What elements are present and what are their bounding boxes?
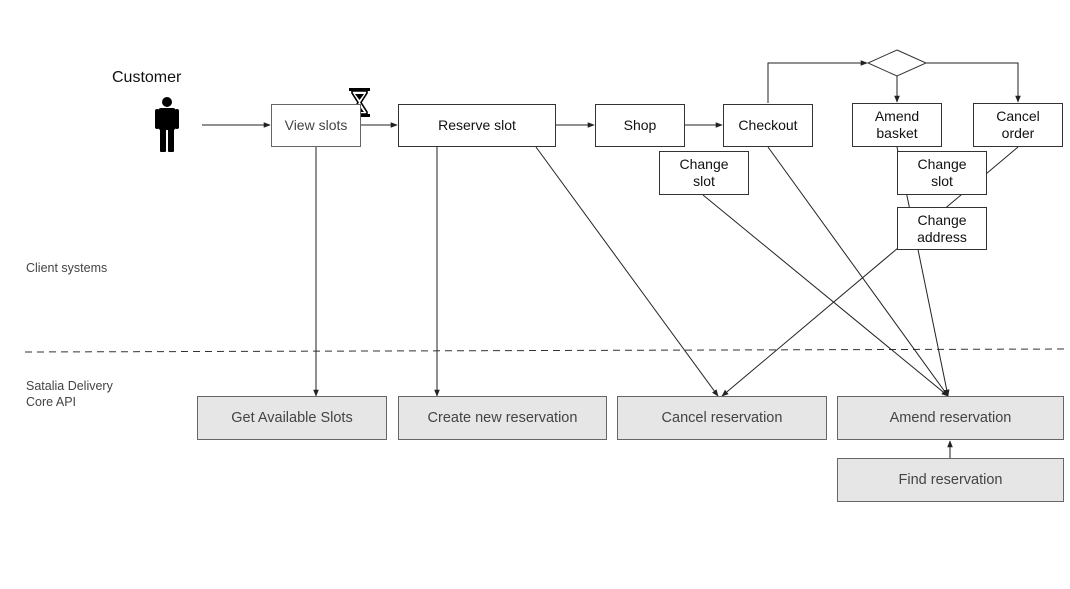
amend-basket-line2: basket: [876, 125, 918, 141]
edge-change-slot-a-to-amend: [702, 194, 949, 397]
person-icon: [155, 97, 179, 152]
amend-basket-box[interactable]: Amend basket: [852, 103, 942, 147]
lane-core-api: Satalia Delivery Core API: [26, 378, 113, 410]
change-slot-b-line2: slot: [931, 173, 953, 189]
change-slot-a-line2: slot: [693, 173, 715, 189]
edge-checkout-to-decision: [767, 60, 868, 103]
cancel-order-line2: order: [1001, 125, 1035, 141]
amend-reservation-box[interactable]: Amend reservation: [837, 396, 1064, 440]
change-address-line2: address: [917, 228, 967, 245]
edge-decision-to-cancel-order: [926, 62, 1021, 103]
change-slot-a-line1: Change: [679, 156, 729, 172]
lane-core-api-line2: Core API: [26, 395, 77, 409]
change-slot-box-checkout[interactable]: Change slot: [659, 151, 749, 195]
create-reservation-box[interactable]: Create new reservation: [398, 396, 607, 440]
amend-basket-line1: Amend: [874, 108, 920, 124]
find-reservation-box[interactable]: Find reservation: [837, 458, 1064, 502]
get-available-slots-box[interactable]: Get Available Slots: [197, 396, 387, 440]
lane-core-api-line1: Satalia Delivery: [26, 379, 113, 393]
change-address-box[interactable]: Change address: [897, 207, 987, 250]
lane-divider: [24, 348, 1069, 353]
change-slot-box-amend[interactable]: Change slot: [897, 151, 987, 195]
edge-checkout-to-amend: [767, 146, 949, 397]
cancel-order-line1: Cancel: [996, 108, 1040, 124]
change-slot-b-line1: Change: [917, 156, 967, 172]
cancel-reservation-box[interactable]: Cancel reservation: [617, 396, 827, 440]
edge-reserve-to-cancel-reservation: [535, 146, 719, 397]
reserve-slot-box[interactable]: Reserve slot: [398, 104, 556, 147]
lane-client-systems: Client systems: [26, 261, 108, 275]
checkout-box[interactable]: Checkout: [723, 104, 813, 147]
view-slots-box[interactable]: View slots: [271, 104, 361, 147]
change-address-line1: Change: [917, 211, 967, 228]
diamond-icon: [866, 49, 928, 77]
customer-label: Customer: [112, 69, 182, 86]
shop-box[interactable]: Shop: [595, 104, 685, 147]
cancel-order-box[interactable]: Cancel order: [973, 103, 1063, 147]
